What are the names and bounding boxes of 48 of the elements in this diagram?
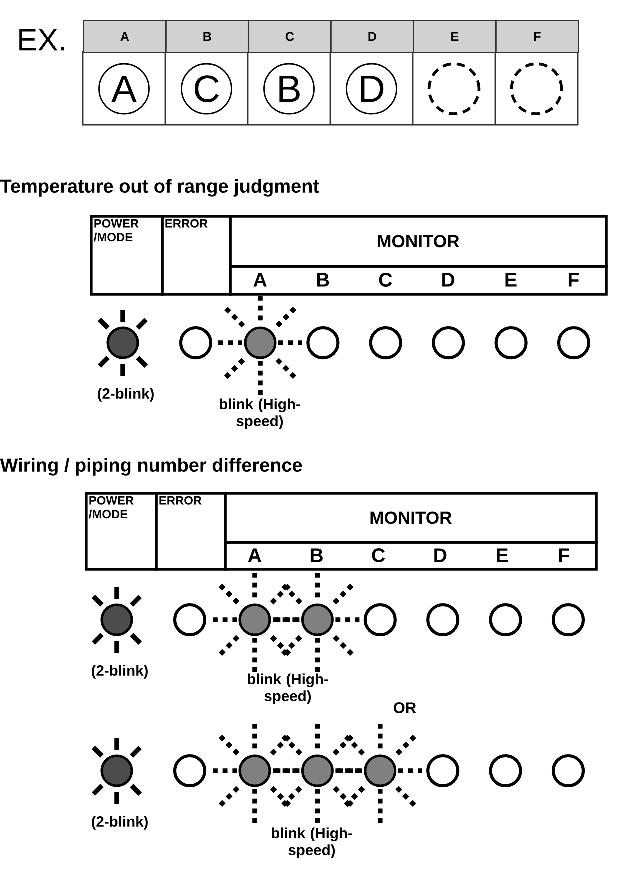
unlit-led bbox=[364, 603, 397, 637]
or-label: OR bbox=[394, 702, 416, 714]
unlit-led bbox=[173, 603, 207, 637]
table-cell: ERROR bbox=[161, 215, 232, 296]
unlit-led bbox=[173, 754, 207, 788]
column-header-row: A B C D E F bbox=[224, 541, 598, 571]
header-cell: D bbox=[330, 20, 414, 54]
unlit-led bbox=[489, 754, 522, 788]
blink-caption: blink (High-speed) bbox=[272, 828, 352, 858]
led-caption: (2-blink) bbox=[98, 388, 154, 402]
unlit-led bbox=[432, 326, 466, 360]
unlit-led bbox=[426, 754, 460, 788]
circled-letter: D bbox=[346, 63, 398, 115]
header-cell: F bbox=[496, 20, 580, 54]
circled-letter: B bbox=[264, 63, 315, 115]
header-cell: A bbox=[83, 20, 167, 54]
table-cell: POWER /MODE bbox=[90, 215, 164, 296]
header-cell: C bbox=[248, 20, 332, 54]
unlit-led bbox=[552, 603, 586, 637]
unlit-led bbox=[426, 603, 460, 637]
dashed-circle bbox=[510, 62, 564, 116]
led-caption: (2-blink) bbox=[92, 665, 148, 679]
unlit-led bbox=[494, 326, 528, 360]
header-cell: B bbox=[166, 20, 250, 54]
lit-led bbox=[92, 587, 142, 653]
table-cell: MONITOR bbox=[229, 215, 608, 268]
led-caption: (2-blink) bbox=[92, 816, 148, 830]
column-header-row: A B C D E F bbox=[229, 265, 608, 296]
unlit-led bbox=[179, 326, 213, 360]
lit-led bbox=[98, 310, 148, 376]
lit-led bbox=[92, 738, 142, 804]
unlit-led bbox=[369, 326, 402, 360]
example-label: EX. bbox=[20, 29, 64, 51]
header-cell: E bbox=[413, 20, 497, 54]
circled-letter: A bbox=[98, 63, 150, 115]
section-heading: Wiring / piping number difference bbox=[0, 458, 302, 476]
blink-caption: blink (High-speed) bbox=[220, 398, 300, 430]
section-heading: Temperature out of range judgment bbox=[0, 179, 320, 197]
dashed-circle bbox=[428, 62, 481, 116]
blink-caption: blink (High-speed) bbox=[248, 674, 328, 704]
unlit-led bbox=[552, 754, 586, 788]
unlit-led bbox=[557, 326, 591, 360]
table-cell: ERROR bbox=[155, 492, 227, 571]
table-cell: MONITOR bbox=[224, 492, 598, 544]
table-cell: POWER /MODE bbox=[85, 492, 158, 571]
circled-letter: C bbox=[181, 63, 232, 115]
unlit-led bbox=[306, 326, 340, 360]
unlit-led bbox=[489, 603, 522, 637]
